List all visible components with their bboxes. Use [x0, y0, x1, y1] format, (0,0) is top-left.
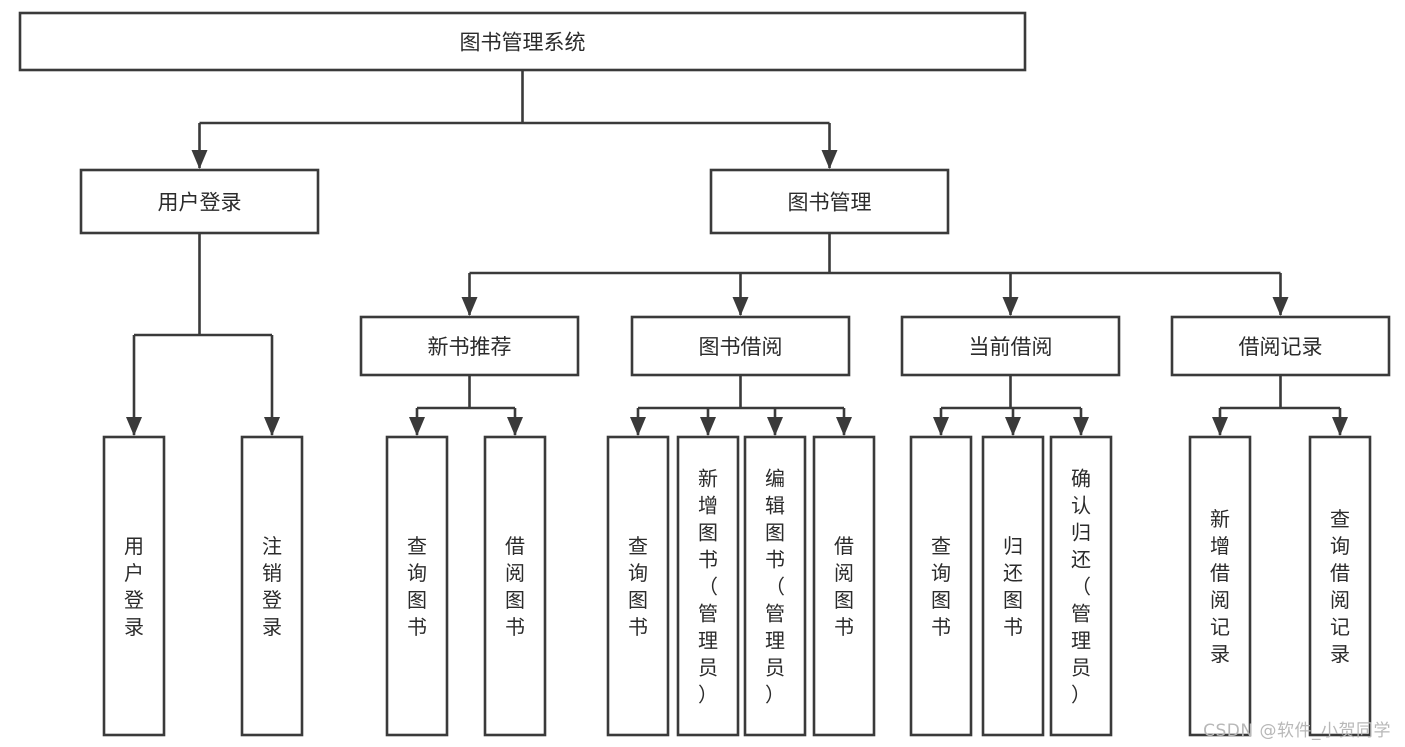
- node-leaf-查询图书[interactable]: 查询图书: [606, 435, 670, 737]
- node-leaf-确认归还管理员[interactable]: 确认归还（管理员）: [1049, 435, 1113, 737]
- node-box: [909, 435, 973, 737]
- node-leaf-用户登录[interactable]: 用户登录: [102, 435, 166, 737]
- node-label: 图书借阅: [699, 335, 783, 359]
- node-box: [18, 11, 1027, 72]
- arrow-head: [821, 150, 838, 169]
- arrow-head: [126, 417, 142, 436]
- node-level3-借阅记录[interactable]: 借阅记录: [1170, 315, 1391, 377]
- arrow-head: [1332, 417, 1348, 436]
- node-box: [385, 435, 449, 737]
- node-leaf-借阅图书[interactable]: 借阅图书: [812, 435, 876, 737]
- node-label: 借阅图书: [505, 534, 525, 639]
- node-label: 用户登录: [158, 191, 242, 215]
- arrow-head: [507, 417, 523, 436]
- arrow-head: [630, 417, 646, 436]
- node-leaf-新增借阅记录[interactable]: 新增借阅记录: [1188, 435, 1252, 737]
- arrow-head: [264, 417, 280, 436]
- node-box: [79, 168, 320, 235]
- node-box: [709, 168, 950, 235]
- node-label: 注销登录: [262, 534, 282, 639]
- node-label: 查询借阅记录: [1330, 507, 1350, 666]
- node-leaf-查询图书[interactable]: 查询图书: [909, 435, 973, 737]
- node-box: [981, 435, 1045, 737]
- node-box: [1188, 435, 1252, 737]
- node-label: 用户登录: [124, 534, 144, 639]
- node-label: 归还图书: [1003, 534, 1023, 639]
- node-label: 借阅记录: [1239, 335, 1323, 359]
- node-label: 图书管理: [788, 191, 872, 215]
- node-leaf-查询借阅记录[interactable]: 查询借阅记录: [1308, 435, 1372, 737]
- node-root-图书管理系统[interactable]: 图书管理系统: [18, 11, 1027, 72]
- node-box: [1170, 315, 1391, 377]
- arrow-head: [767, 417, 783, 436]
- node-label: 确认归还（管理员）: [1071, 467, 1091, 707]
- node-label: 新增借阅记录: [1210, 507, 1230, 666]
- node-leaf-归还图书[interactable]: 归还图书: [981, 435, 1045, 737]
- node-box: [483, 435, 547, 737]
- arrow-head: [1005, 417, 1021, 436]
- node-label: 查询图书: [628, 534, 648, 639]
- node-box: [606, 435, 670, 737]
- node-leaf-新增图书管理员[interactable]: 新增图书（管理员）: [676, 435, 740, 737]
- node-leaf-查询图书[interactable]: 查询图书: [385, 435, 449, 737]
- arrow-head: [732, 297, 749, 316]
- node-label: 新书推荐: [428, 335, 512, 359]
- arrow-head: [836, 417, 852, 436]
- arrow-head: [1073, 417, 1089, 436]
- arrow-head: [1272, 297, 1289, 316]
- arrow-head: [700, 417, 716, 436]
- node-leaf-注销登录[interactable]: 注销登录: [240, 435, 304, 737]
- node-box: [359, 315, 580, 377]
- node-box: [900, 315, 1121, 377]
- arrow-head: [933, 417, 949, 436]
- node-level2-图书管理[interactable]: 图书管理: [709, 168, 950, 235]
- node-box: [1049, 435, 1113, 737]
- node-box: [812, 435, 876, 737]
- arrow-head: [461, 297, 478, 316]
- node-box: [102, 435, 166, 737]
- arrow-head: [1002, 297, 1019, 316]
- arrow-head: [409, 417, 425, 436]
- node-layer: 图书管理系统用户登录图书管理用户登录注销登录新书推荐查询图书借阅图书图书借阅查询…: [18, 11, 1391, 737]
- node-level3-图书借阅[interactable]: 图书借阅: [630, 315, 851, 377]
- arrow-head: [1212, 417, 1228, 436]
- node-label: 当前借阅: [969, 335, 1053, 359]
- node-level2-用户登录[interactable]: 用户登录: [79, 168, 320, 235]
- node-leaf-借阅图书[interactable]: 借阅图书: [483, 435, 547, 737]
- node-label: 新增图书（管理员）: [698, 467, 718, 707]
- node-box: [743, 435, 807, 737]
- node-box: [630, 315, 851, 377]
- node-box: [676, 435, 740, 737]
- arrow-head: [191, 150, 208, 169]
- node-box: [240, 435, 304, 737]
- connector-layer: [126, 70, 1348, 436]
- node-level3-新书推荐[interactable]: 新书推荐: [359, 315, 580, 377]
- node-leaf-编辑图书管理员[interactable]: 编辑图书（管理员）: [743, 435, 807, 737]
- csdn-watermark: CSDN @软件_小贺同学: [1203, 721, 1391, 741]
- node-label: 图书管理系统: [460, 31, 586, 55]
- node-label: 查询图书: [407, 534, 427, 639]
- node-label: 查询图书: [931, 534, 951, 639]
- node-box: [1308, 435, 1372, 737]
- node-label: 借阅图书: [834, 534, 854, 639]
- node-label: 编辑图书（管理员）: [765, 467, 785, 707]
- node-level3-当前借阅[interactable]: 当前借阅: [900, 315, 1121, 377]
